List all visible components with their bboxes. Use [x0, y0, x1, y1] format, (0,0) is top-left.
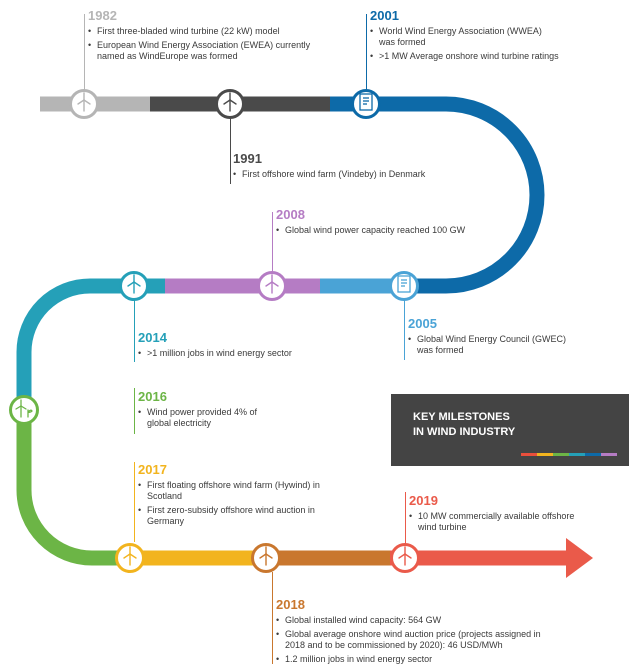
- milestone-2016: 2016 Wind power provided 4% of global el…: [138, 389, 263, 432]
- color-stripe: [521, 453, 617, 456]
- turbine-icon: [74, 91, 94, 117]
- key-milestones-box: KEY MILESTONES IN WIND INDUSTRY: [391, 394, 629, 466]
- milestone-year: 1991: [233, 151, 262, 166]
- milestone-year: 2017: [138, 462, 167, 477]
- turbine-plant-icon: [14, 398, 34, 423]
- milestone-2014: 2014 >1 million jobs in wind energy sect…: [138, 330, 368, 362]
- milestone-2018: 2018 Global installed wind capacity: 564…: [276, 597, 576, 668]
- milestone-item: European Wind Energy Association (EWEA) …: [88, 40, 328, 62]
- stripe-segment: [601, 453, 617, 456]
- milestone-item: Global wind power capacity reached 100 G…: [276, 225, 526, 236]
- milestone-year: 2016: [138, 389, 167, 404]
- node-2008: [257, 271, 287, 301]
- milestone-1982: 1982 First three-bladed wind turbine (22…: [88, 8, 328, 65]
- milestone-2008: 2008 Global wind power capacity reached …: [276, 207, 526, 239]
- track-segment-2014: [16, 278, 165, 410]
- turbine-icon: [220, 91, 240, 117]
- connector-2005: [404, 298, 405, 360]
- turbine-icon: [124, 273, 144, 299]
- milestone-item: 1.2 million jobs in wind energy sector: [276, 654, 576, 665]
- arrow-head: [566, 538, 593, 578]
- milestone-year: 2001: [370, 8, 399, 23]
- milestone-item: Global average onshore wind auction pric…: [276, 629, 560, 651]
- milestone-2019: 2019 10 MW commercially available offsho…: [409, 493, 579, 536]
- milestone-item: >1 MW Average onshore wind turbine ratin…: [370, 51, 615, 62]
- stripe-segment: [553, 453, 569, 456]
- turbine-icon: [256, 545, 276, 571]
- milestone-year: 2019: [409, 493, 438, 508]
- node-2018: [251, 543, 281, 573]
- milestone-item: Global Wind Energy Council (GWEC) was fo…: [408, 334, 573, 356]
- stripe-segment: [537, 453, 553, 456]
- node-1991: [215, 89, 245, 119]
- node-2019: [390, 543, 420, 573]
- track-segment-2001: [330, 96, 545, 294]
- node-2014: [119, 271, 149, 301]
- milestone-year: 2018: [276, 597, 305, 612]
- track-segment-2016: [16, 410, 130, 566]
- box-title-line2: IN WIND INDUSTRY: [413, 426, 516, 438]
- stripe-segment: [569, 453, 585, 456]
- node-2001: [351, 89, 381, 119]
- node-1982: [69, 89, 99, 119]
- connector-1991: [230, 116, 231, 184]
- milestone-item: Wind power provided 4% of global electri…: [138, 407, 263, 429]
- milestone-item: World Wind Energy Association (WWEA) was…: [370, 26, 549, 48]
- milestone-item: First three-bladed wind turbine (22 kW) …: [88, 26, 328, 37]
- milestone-item: First offshore wind farm (Vindeby) in De…: [233, 169, 483, 180]
- milestone-2001: 2001 World Wind Energy Association (WWEA…: [370, 8, 615, 65]
- document-icon: [394, 274, 414, 299]
- connector-2001: [366, 14, 367, 90]
- milestone-2005: 2005 Global Wind Energy Council (GWEC) w…: [408, 316, 573, 359]
- document-icon: [356, 92, 376, 117]
- node-2005: [389, 271, 419, 301]
- node-2016: [9, 395, 39, 425]
- milestone-item: First zero-subsidy offshore wind auction…: [138, 505, 350, 527]
- box-title-line1: KEY MILESTONES: [413, 411, 510, 423]
- connector-2017: [134, 462, 135, 542]
- connector-2019: [405, 492, 406, 544]
- connector-2014: [134, 300, 135, 362]
- stripe-segment: [585, 453, 601, 456]
- connector-2008: [272, 212, 273, 272]
- turbine-icon: [262, 273, 282, 299]
- milestone-2017: 2017 First floating offshore wind farm (…: [138, 462, 350, 530]
- node-2017: [115, 543, 145, 573]
- milestone-item: First floating offshore wind farm (Hywin…: [138, 480, 350, 502]
- milestone-year: 2014: [138, 330, 167, 345]
- connector-2016: [134, 388, 135, 434]
- milestone-item: 10 MW commercially available offshore wi…: [409, 511, 579, 533]
- milestone-item: >1 million jobs in wind energy sector: [138, 348, 368, 359]
- milestone-1991: 1991 First offshore wind farm (Vindeby) …: [233, 151, 483, 183]
- milestone-year: 2005: [408, 316, 437, 331]
- milestone-year: 2008: [276, 207, 305, 222]
- turbine-icon: [395, 545, 415, 571]
- milestone-item: Global installed wind capacity: 564 GW: [276, 615, 576, 626]
- milestone-year: 1982: [88, 8, 117, 23]
- connector-2018: [272, 572, 273, 664]
- stripe-segment: [521, 453, 537, 456]
- connector-1982: [84, 14, 85, 92]
- turbine-icon: [120, 545, 140, 571]
